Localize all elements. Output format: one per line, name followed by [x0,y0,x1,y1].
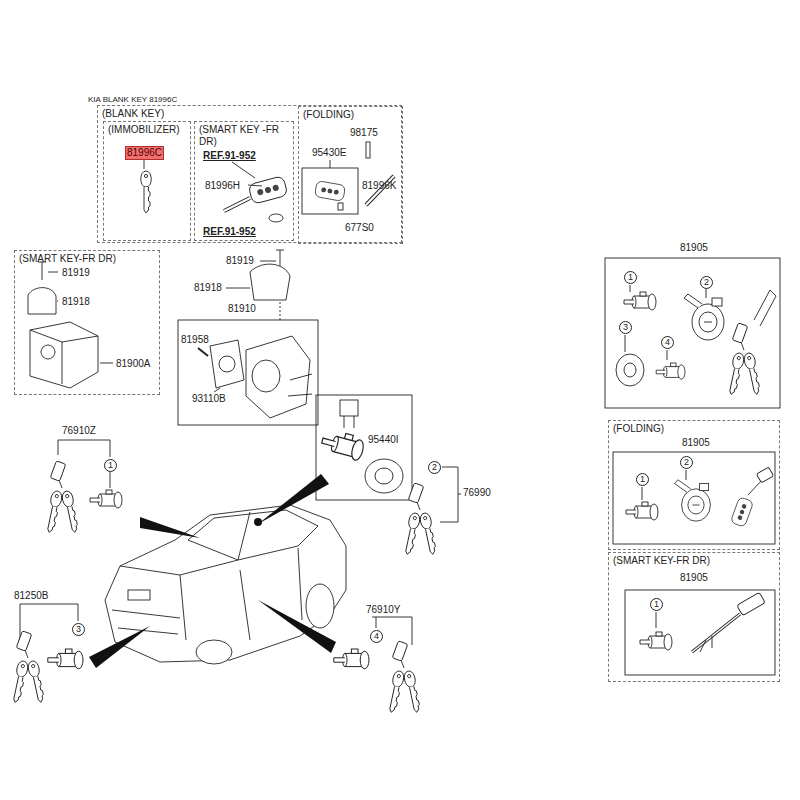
part-number: 81910 [228,303,256,315]
callout-number: 1 [624,271,637,284]
group-box: (SMART KEY-FR DR) [608,552,780,682]
group-heading: (IMMOBILIZER) [104,122,190,136]
callout-number: 3 [619,321,632,334]
part-number: 81919 [62,267,90,279]
part-number: 95430E [312,147,346,159]
header-note: KIA BLANK KEY 81996C [88,95,177,104]
part-number: 81918 [194,282,222,294]
part-number: 81919 [226,255,254,267]
group-heading: (BLANK KEY) [98,106,401,120]
callout-number: 3 [72,623,85,636]
part-number: 76990 [463,487,491,499]
part-number: 81900A [116,358,150,370]
part-number: 81905 [680,572,708,584]
part-number: 76910Y [366,604,400,616]
part-number: 81905 [682,437,710,449]
part-number: 93110B [192,393,226,405]
part-number: 81250B [14,590,48,602]
callout-number: 2 [700,276,713,289]
callout-number: 2 [680,456,693,469]
callout-number: 1 [650,598,663,611]
reference-note: REF.91-952 [203,150,256,162]
part-number: 81996C [125,146,164,160]
callout-number: 2 [428,461,441,474]
group-box: (IMMOBILIZER) [103,121,191,241]
group-heading: (FOLDING) [299,107,402,121]
group-heading: (SMART KEY -FR DR) [195,122,293,148]
part-number: 81905 [680,242,708,254]
part-number: 677S0 [345,222,374,234]
part-number: 81918 [62,296,90,308]
callout-number: 4 [661,336,674,349]
part-number: 81996H [205,180,240,192]
part-number: 98175 [350,127,378,139]
part-number: 95440I [368,434,399,446]
reference-note: REF.91-952 [203,226,256,238]
group-heading: (SMART KEY-FR DR) [609,553,779,567]
callout-number: 1 [104,459,117,472]
part-number: 81958 [181,334,209,346]
callout-number: 4 [370,630,383,643]
group-heading: (FOLDING) [609,421,779,435]
part-number: 76910Z [62,425,96,437]
part-number: 81996K [362,180,396,192]
group-heading: (SMART KEY-FR DR) [15,251,159,265]
callout-number: 1 [636,473,649,486]
